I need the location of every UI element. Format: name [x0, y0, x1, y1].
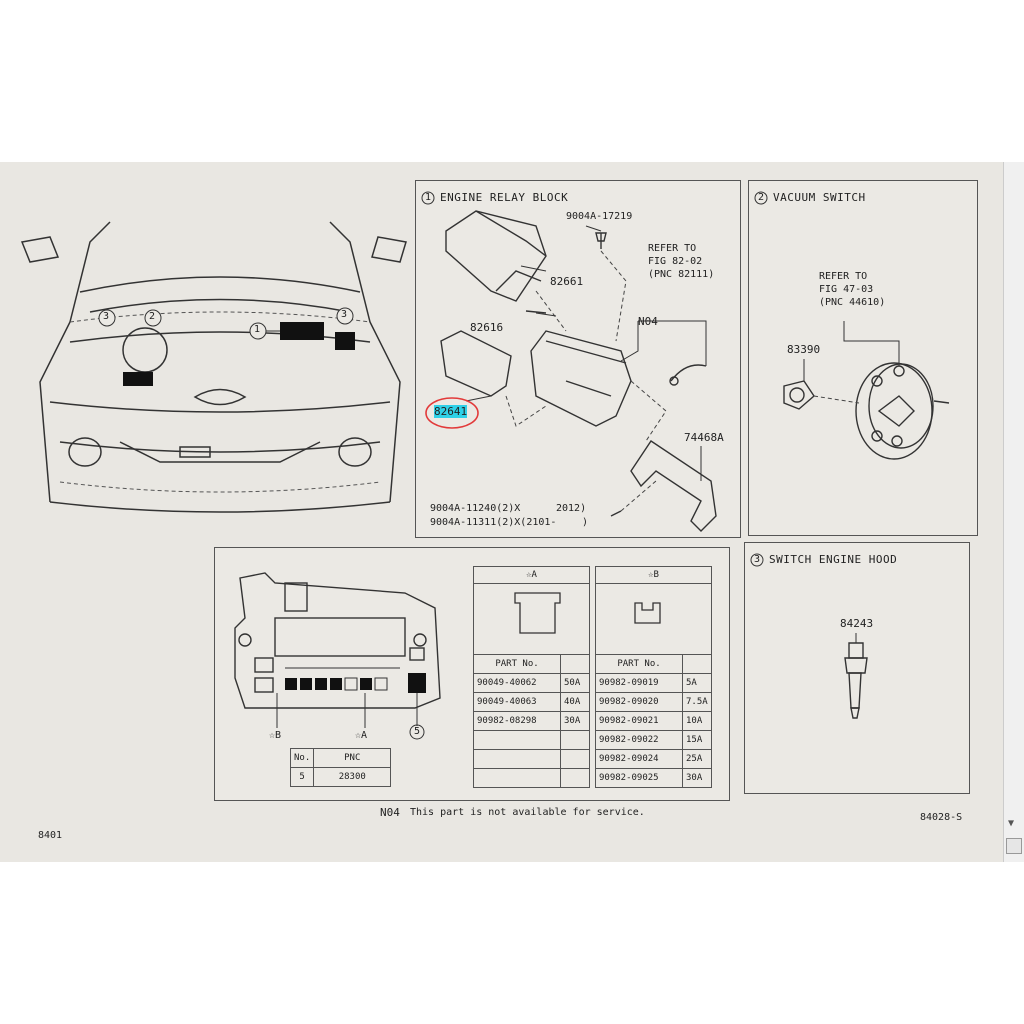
fuse-a-row-5-part [473, 749, 561, 769]
fuse-a-row-2-amp: 40A [560, 692, 590, 712]
fuse-box-drawing [234, 572, 661, 740]
mark-b: ☆B [269, 730, 282, 741]
part-82661: 82661 [550, 275, 584, 288]
relay-block-drawing [421, 191, 717, 532]
footer-note-code: N04 [380, 806, 400, 819]
fuse-b-row-6-amp: 30A [682, 768, 712, 788]
page-code-right: 84028-S [920, 812, 963, 823]
fuse-b-row-3-part: 90982-09021 [595, 711, 683, 731]
switch-engine-hood-panel: SWITCH ENGINE HOOD 3 84243 [744, 542, 970, 794]
section-2-title: VACUUM SWITCH [773, 191, 866, 204]
scroll-down-arrow-icon[interactable]: ▼ [1008, 818, 1015, 829]
vacuum-refer-1: REFER TO [819, 271, 868, 282]
fuse-a-row-1-amp: 50A [560, 673, 590, 693]
callout-3b: 3 [341, 309, 348, 320]
fuse-b-row-6-part: 90982-09025 [595, 768, 683, 788]
engine-relay-block-panel: ENGINE RELAY BLOCK 1 9004A-17219 82661 8… [415, 180, 741, 538]
pnc-row-pnc: 28300 [313, 767, 392, 787]
section-1-title: ENGINE RELAY BLOCK [440, 191, 569, 204]
vertical-scrollbar[interactable]: ▼ [1003, 162, 1024, 862]
part-84243: 84243 [840, 617, 874, 630]
part-83390: 83390 [787, 343, 821, 356]
mark-a: ☆A [355, 730, 368, 741]
vacuum-switch-panel: VACUUM SWITCH 2 REFER TO FIG 47-03 (PNC … [748, 180, 978, 536]
fuse-b-row-1-part: 90982-09019 [595, 673, 683, 693]
fuse-a-row-3-amp: 30A [560, 711, 590, 731]
fastener-1: 9004A-11240(2)X [430, 503, 521, 514]
fuse-a-row-1-part: 90049-40062 [473, 673, 561, 693]
fuse-b-row-3-amp: 10A [682, 711, 712, 731]
vacuum-refer-3: (PNC 44610) [819, 297, 886, 308]
part-74468a: 74468A [684, 431, 724, 444]
section-1-num: 1 [425, 192, 432, 203]
refer-line-2: FIG 82-02 [648, 256, 703, 267]
section-3-title: SWITCH ENGINE HOOD [769, 553, 898, 566]
pnc-header-pnc: PNC [313, 748, 392, 768]
mark-5: 5 [414, 726, 421, 737]
fuse-a-row-6-amp [560, 768, 590, 788]
refer-line-3: (PNC 82111) [648, 269, 715, 280]
fuse-a-row-5-amp [560, 749, 590, 769]
fuse-b-row-2-amp: 7.5A [682, 692, 712, 712]
vehicle-front-drawing [20, 221, 407, 513]
fuse-a-header: ☆A [473, 566, 590, 584]
callout-1: 1 [254, 324, 261, 335]
hood-switch-drawing [750, 553, 868, 719]
fuse-a-col: PART No. [473, 654, 561, 674]
fuse-a-row-4-part [473, 730, 561, 750]
fuse-b-row-4-amp: 15A [682, 730, 712, 750]
part-82616: 82616 [470, 321, 504, 334]
part-n04: N04 [638, 315, 658, 328]
section-2-num: 2 [758, 192, 765, 203]
fuse-b-row-2-part: 90982-09020 [595, 692, 683, 712]
fastener-1-end: 2012) [556, 503, 587, 514]
vacuum-switch-drawing [754, 191, 950, 460]
page-code-left: 8401 [38, 830, 63, 841]
fuse-b-col: PART No. [595, 654, 683, 674]
resize-grip-icon[interactable] [1006, 838, 1022, 854]
refer-line-1: REFER TO [648, 243, 697, 254]
fuse-b-row-1-amp: 5A [682, 673, 712, 693]
fuse-a-row-4-amp [560, 730, 590, 750]
callout-2: 2 [149, 311, 156, 322]
vacuum-refer-2: FIG 47-03 [819, 284, 874, 295]
fuse-b-header: ☆B [595, 566, 712, 584]
fastener-2: 9004A-11311(2)X(2101- [430, 517, 557, 528]
fastener-2-end: ) [582, 517, 589, 528]
part-9004a-17219: 9004A-17219 [566, 211, 633, 222]
fuse-a-row-3-part: 90982-08298 [473, 711, 561, 731]
callout-3: 3 [103, 311, 110, 322]
fuse-a-row-2-part: 90049-40063 [473, 692, 561, 712]
pnc-row-no: 5 [289, 767, 315, 787]
part-82641: 82641 [434, 405, 468, 418]
pnc-header-no: No. [289, 748, 315, 768]
fuse-b-row-5-amp: 25A [682, 749, 712, 769]
section-3-num: 3 [754, 554, 761, 565]
fuse-b-row-4-part: 90982-09022 [595, 730, 683, 750]
diagram-screen: 1 2 3 3 [0, 162, 1024, 862]
footer-note-text: This part is not available for service. [410, 807, 645, 818]
fuse-b-row-5-part: 90982-09024 [595, 749, 683, 769]
fuse-a-row-6-part [473, 768, 561, 788]
